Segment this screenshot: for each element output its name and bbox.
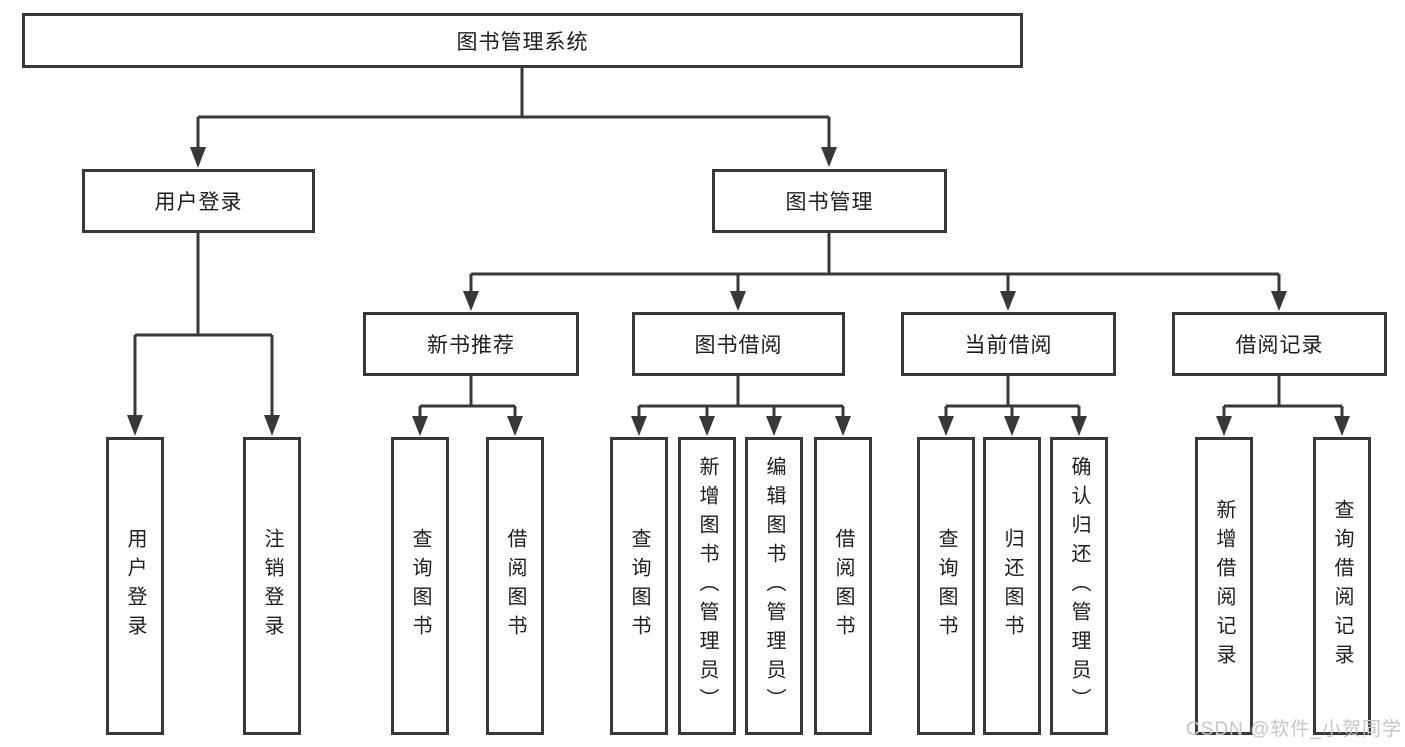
node-label: 新增借阅记录 — [1213, 499, 1235, 673]
node-label: 新增图书（管理员） — [696, 455, 718, 717]
node-book-borrow: 图书借阅 — [632, 312, 845, 376]
node-leaf-cb-return-books: 归还图书 — [983, 437, 1041, 735]
node-label: 图书管理 — [785, 191, 874, 214]
node-leaf-nbr-borrow-books: 借阅图书 — [486, 437, 544, 735]
connector-paths — [133, 66, 1344, 418]
node-user-login: 用户登录 — [82, 169, 315, 233]
node-label: 编辑图书（管理员） — [763, 455, 785, 717]
node-leaf-bb-borrow-books: 借阅图书 — [814, 437, 872, 735]
node-label: 借阅图书 — [832, 528, 854, 644]
node-leaf-nbr-query-books: 查询图书 — [391, 437, 449, 735]
node-leaf-cb-query-books: 查询图书 — [917, 437, 975, 735]
node-label: 图书管理系统 — [456, 30, 589, 54]
node-leaf-rec-add-record: 新增借阅记录 — [1195, 437, 1253, 735]
node-label: 查询图书 — [628, 528, 650, 644]
node-label: 用户登录 — [154, 191, 243, 214]
node-current-borrow: 当前借阅 — [901, 312, 1116, 376]
csdn-watermark: CSDN @软件_小贺同学 — [1186, 719, 1402, 740]
node-leaf-bb-query-books: 查询图书 — [610, 437, 668, 735]
node-label: 借阅记录 — [1235, 334, 1324, 357]
node-label: 注销登录 — [261, 528, 283, 644]
node-label: 确认归还（管理员） — [1068, 455, 1090, 717]
node-leaf-bb-add-books-admin: 新增图书（管理员） — [678, 437, 736, 735]
node-label: 归还图书 — [1001, 528, 1023, 644]
node-label: 查询借阅记录 — [1331, 499, 1353, 673]
node-label: 查询图书 — [935, 528, 957, 644]
node-system-root: 图书管理系统 — [22, 13, 1023, 68]
node-leaf-bb-edit-books-admin: 编辑图书（管理员） — [745, 437, 803, 735]
arrowheads — [127, 147, 1350, 436]
node-label: 查询图书 — [409, 528, 431, 644]
node-label: 当前借阅 — [964, 334, 1053, 357]
node-borrow-records: 借阅记录 — [1172, 312, 1387, 376]
node-label: 新书推荐 — [427, 334, 515, 357]
node-label: 用户登录 — [124, 528, 146, 644]
node-leaf-rec-query-record: 查询借阅记录 — [1313, 437, 1371, 735]
node-new-book-recommend: 新书推荐 — [363, 312, 579, 376]
node-leaf-cb-confirm-return-admin: 确认归还（管理员） — [1050, 437, 1108, 735]
node-label: 图书借阅 — [694, 334, 783, 357]
node-leaf-user-login: 用户登录 — [106, 437, 164, 735]
node-leaf-logout: 注销登录 — [243, 437, 301, 735]
node-label: 借阅图书 — [504, 528, 526, 644]
node-book-management: 图书管理 — [712, 169, 947, 233]
